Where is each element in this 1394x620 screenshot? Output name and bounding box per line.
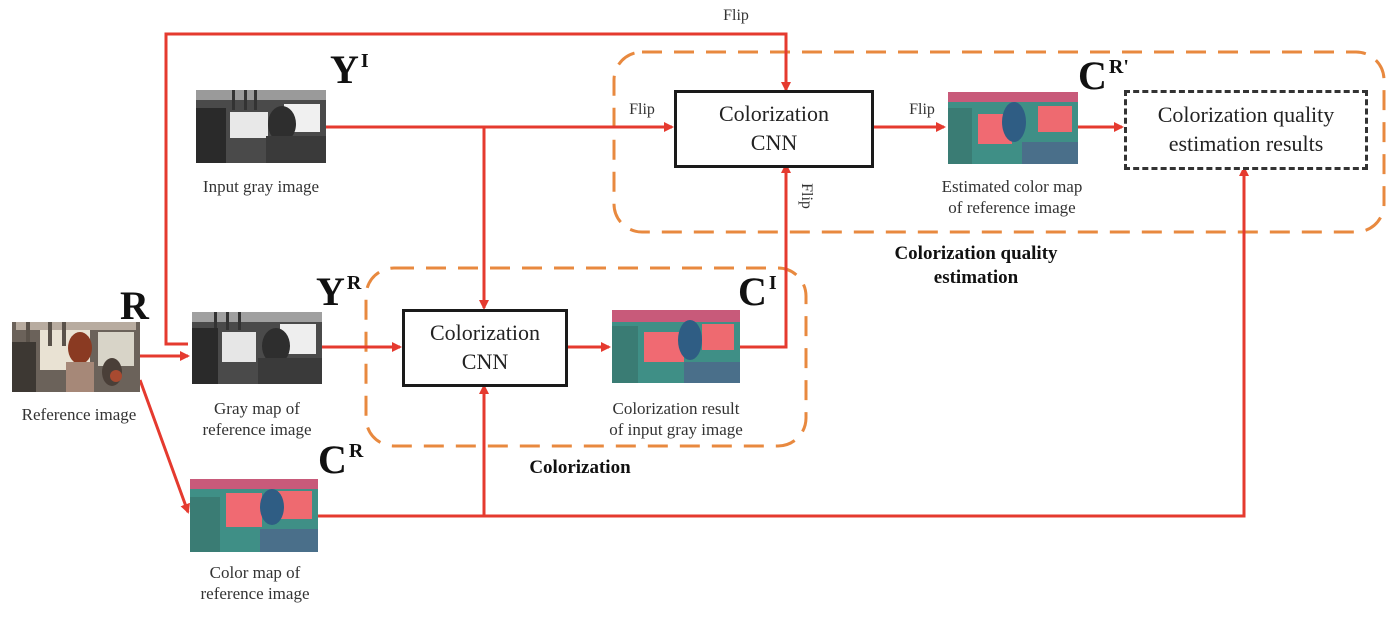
- flip-label-top: Flip: [716, 6, 756, 26]
- caption-input-gray-image: Input gray image: [186, 176, 336, 197]
- caption-input-gray-line1: Input gray image: [202, 177, 320, 196]
- caption-estimated-color-map: Estimated color map of reference image: [922, 176, 1102, 219]
- colorization-cnn-bottom-box: Colorization CNN: [402, 309, 568, 387]
- gray-map-reference-image: [192, 312, 322, 384]
- arrow-graymap-flip-to-top-cnn: [164, 32, 791, 346]
- cnn-bottom-line1: Colorization: [430, 320, 540, 346]
- symbol-YI-base: Y: [330, 47, 359, 92]
- cnn-top-line1: Colorization: [719, 101, 829, 127]
- caption-colorization-result: Colorization result of input gray image: [586, 398, 766, 441]
- estimated-color-map-image: [948, 92, 1078, 164]
- results-line2: estimation results: [1168, 131, 1324, 156]
- reference-image: [12, 322, 140, 392]
- caption-colorization-result-line2: of input gray image: [609, 420, 743, 440]
- color-map-reference-image: [190, 479, 318, 552]
- symbol-CR-sup: R: [348, 440, 364, 462]
- input-gray-image: [196, 90, 326, 163]
- flip-below-text: Flip: [798, 183, 815, 209]
- symbol-CRprime-base: C: [1078, 53, 1107, 98]
- symbol-CI-sup: I: [768, 272, 777, 294]
- symbol-YR-base: Y: [316, 269, 345, 314]
- group-quality-estimation-border: [612, 50, 1386, 234]
- caption-estimated-line2: of reference image: [948, 198, 1076, 218]
- quality-results-box: Colorization quality estimation results: [1124, 90, 1368, 170]
- symbol-YI-sup: I: [360, 50, 369, 72]
- symbol-CR-base: C: [318, 437, 347, 482]
- caption-color-map-reference: Color map of reference image: [180, 562, 330, 605]
- group-title-colorization: Colorization: [500, 456, 660, 480]
- symbol-R-base: R: [120, 283, 149, 328]
- caption-reference-image: Reference image: [4, 404, 154, 425]
- arrow-colormap-to-results: [318, 166, 1249, 518]
- arrow-ref-to-colormap: [138, 379, 190, 514]
- group-colorization-border: [364, 266, 808, 448]
- caption-color-map-line1: Color map of: [209, 563, 301, 582]
- colorization-cnn-top-box: Colorization CNN: [674, 90, 874, 168]
- group-title-quality-line2: estimation: [933, 266, 1019, 288]
- group-title-quality-line1: Colorization quality: [894, 243, 1058, 264]
- caption-gray-map-line1: Gray map of: [214, 399, 300, 418]
- flip-label-below-cnn: Flip: [796, 176, 816, 216]
- caption-gray-map-line2: reference image: [202, 420, 312, 440]
- caption-colorization-result-line1: Colorization result: [612, 399, 740, 418]
- flip-label-right-of-cnn: Flip: [902, 100, 942, 120]
- group-title-quality-estimation: Colorization quality estimation: [856, 242, 1096, 290]
- symbol-R: R: [120, 286, 149, 326]
- cnn-bottom-line2: CNN: [461, 349, 509, 374]
- flip-label-left-of-cnn: Flip: [622, 100, 662, 120]
- arrow-result-flip-to-top-cnn: [740, 163, 791, 349]
- symbol-CRprime-sup: R': [1108, 56, 1129, 78]
- colorization-result-image: [612, 310, 740, 383]
- flip-right-text: Flip: [909, 101, 935, 118]
- results-line1: Colorization quality: [1157, 102, 1335, 128]
- symbol-CI-base: C: [738, 269, 767, 314]
- caption-gray-map-reference: Gray map of reference image: [182, 398, 332, 441]
- caption-reference-line1: Reference image: [21, 405, 137, 424]
- symbol-YR-sup: R: [346, 272, 362, 294]
- flip-top-text: Flip: [723, 7, 749, 24]
- caption-color-map-line2: reference image: [200, 584, 310, 604]
- group-title-colorization-text: Colorization: [529, 457, 631, 478]
- caption-estimated-line1: Estimated color map: [941, 177, 1083, 196]
- cnn-top-line2: CNN: [750, 130, 798, 155]
- flip-left-text: Flip: [629, 101, 655, 118]
